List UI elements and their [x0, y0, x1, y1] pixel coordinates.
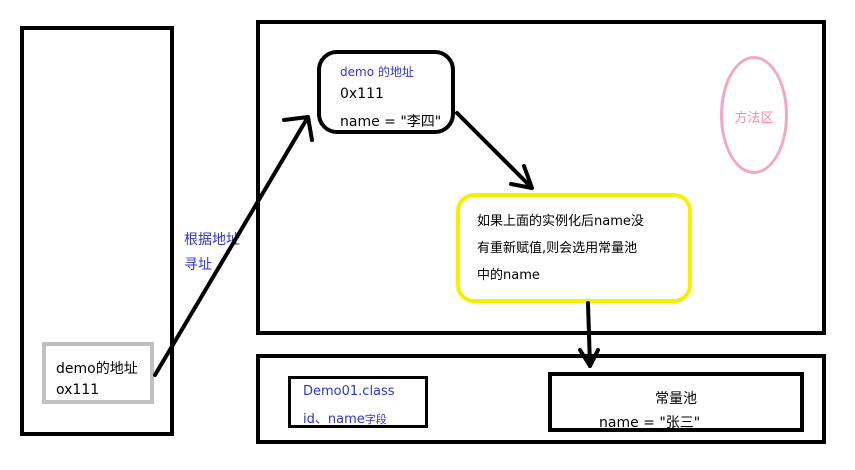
arrow-heap-to-note — [455, 111, 534, 190]
stack-reference-box: demo的地址 ox111 — [42, 342, 154, 404]
method-area-ellipse: 方法区 — [720, 56, 788, 174]
class-area-region — [256, 354, 826, 444]
stack-region — [20, 26, 174, 436]
arrow-stack-to-heap — [153, 115, 314, 377]
constant-pool-box: 常量池 name = "张三" — [548, 372, 804, 432]
heap-object-field: name = "李四" — [340, 114, 442, 130]
note-line-2: 有重新赋值,则会选用常量池 — [477, 241, 638, 256]
stack-ref-address: ox111 — [56, 382, 100, 398]
class-file-fields-suffix: 字段 — [364, 413, 387, 426]
class-file-name: Demo01.class — [303, 384, 395, 399]
method-area-label: 方法区 — [734, 111, 774, 126]
heap-object-address: 0x111 — [340, 86, 384, 102]
heap-region — [256, 20, 826, 335]
class-file-fields-line: id、name字段 — [303, 408, 387, 427]
heap-object-title: demo 的地址 — [340, 65, 414, 79]
lookup-label-line-1: 根据地址 — [184, 232, 240, 248]
lookup-label-line-2: 寻址 — [184, 257, 212, 273]
note-line-1: 如果上面的实例化后name没 — [477, 214, 644, 229]
note-line-3: 中的name — [477, 268, 540, 283]
heap-object-box: demo 的地址 0x111 name = "李四" — [317, 50, 455, 134]
class-file-box: Demo01.class id、name字段 — [288, 376, 428, 428]
class-file-fields: id、name — [303, 412, 365, 427]
constant-pool-value: name = "张三" — [599, 415, 701, 431]
stack-ref-label: demo的地址 — [56, 361, 138, 377]
arrow-note-to-pool — [578, 301, 600, 368]
note-box: 如果上面的实例化后name没 有重新赋值,则会选用常量池 中的name — [456, 193, 692, 303]
constant-pool-title: 常量池 — [655, 391, 697, 407]
